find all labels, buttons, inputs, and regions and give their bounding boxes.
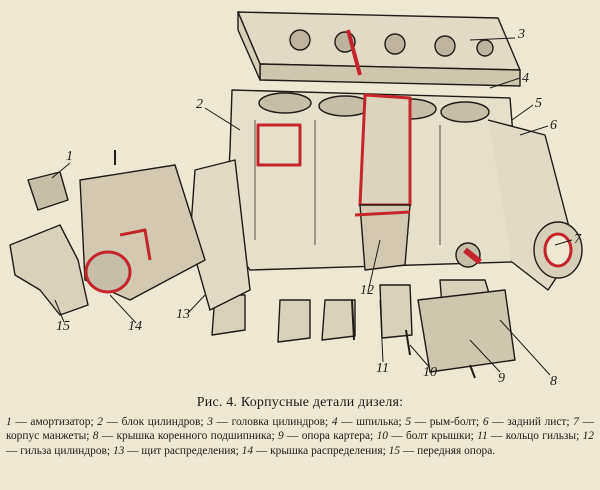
leader-lines [51, 37, 573, 376]
caption-legend: 1 — амортизатор; 2 — блок цилиндров; 3 —… [6, 415, 594, 458]
legend-item-text: — кольцо гильзы; [487, 430, 580, 443]
engine-drawing: 1 2 3 4 5 6 7 8 9 10 11 12 13 14 15 [9, 11, 583, 388]
legend-item: 7 — корпус манжеты; [6, 416, 594, 442]
callout-5: 5 [535, 96, 542, 111]
legend-item: 5 — рым-болт; [405, 416, 479, 428]
legend-item-text: — щит распределения; [124, 444, 239, 457]
legend-item-number: 7 [573, 416, 579, 428]
seal-housing-part [533, 221, 583, 279]
legend-item-text: — шпилька; [337, 416, 402, 428]
callout-6: 6 [550, 118, 557, 133]
legend-item-text: — крышка распределения; [253, 444, 386, 457]
figure-caption: Рис. 4. Корпусные детали дизеля: 1 — амо… [6, 394, 594, 458]
callout-13: 13 [176, 307, 190, 322]
timing-cover-part [79, 150, 206, 301]
callout-14: 14 [128, 319, 142, 334]
legend-item-text: — амортизатор; [11, 416, 94, 428]
legend-item-number: 10 [376, 430, 388, 443]
legend-item: 12 — гильза цилиндров; [6, 430, 594, 456]
legend-item: 11 — кольцо гильзы; [477, 430, 579, 442]
callout-1: 1 [66, 149, 73, 164]
legend-item-text: — задний лист; [488, 416, 570, 428]
legend-item: 14 — крышка распределения; [242, 445, 386, 457]
legend-item-text: — корпус манжеты; [6, 416, 594, 443]
cylinder-block-part [203, 89, 521, 271]
legend-item: 4 — шпилька; [332, 416, 402, 428]
legend-item-number: 4 [331, 416, 338, 428]
bearing-caps-part [379, 279, 516, 379]
legend-item-number: 6 [482, 416, 489, 428]
legend-item-text: — головка цилиндров; [212, 416, 329, 428]
callout-11: 11 [376, 361, 389, 376]
legend-item: 10 — болт крышки; [377, 430, 474, 442]
callout-15: 15 [56, 319, 70, 334]
legend-item: 9 — опора картера; [278, 430, 373, 442]
legend-item-text: — передняя опора. [400, 444, 496, 457]
callout-12: 12 [360, 283, 374, 298]
legend-item-text: — крышка коренного подшипника; [98, 430, 275, 443]
front-support-part [9, 224, 89, 316]
legend-item: 1 — амортизатор; [6, 416, 94, 428]
legend-item: 3 — головка цилиндров; [207, 416, 328, 428]
legend-item-number: 15 [388, 444, 401, 457]
legend-item-number: 2 [97, 416, 103, 428]
shock-absorber-part [27, 171, 69, 211]
caption-title: Рис. 4. Корпусные детали дизеля: [196, 395, 404, 410]
legend-item-text: — гильза цилиндров; [6, 444, 111, 457]
legend-item: 6 — задний лист; [483, 416, 570, 428]
legend-item: 13 — щит распределения; [113, 445, 239, 457]
legend-item-text: — болт крышки; [387, 430, 474, 443]
legend-item-number: 14 [241, 444, 254, 457]
legend-item-number: 5 [405, 416, 412, 428]
legend-item-number: 3 [207, 416, 213, 428]
legend-item-number: 9 [277, 430, 284, 443]
callout-8: 8 [550, 374, 557, 388]
legend-item-text: — опора картера; [283, 430, 374, 443]
legend-item-number: 13 [112, 444, 125, 457]
legend-item-number: 11 [477, 430, 488, 443]
block-supports-part [211, 294, 356, 343]
legend-item-number: 12 [582, 430, 594, 443]
legend-item-text: — рым-болт; [411, 416, 480, 428]
callout-3: 3 [517, 27, 525, 42]
engine-illustration: 1 2 3 4 5 6 7 8 9 10 11 12 13 14 15 [9, 11, 583, 388]
callout-10: 10 [423, 365, 437, 380]
callout-2: 2 [196, 97, 203, 112]
callout-9: 9 [498, 371, 505, 386]
legend-item-number: 8 [92, 430, 99, 443]
legend-item-number: 1 [6, 416, 12, 428]
legend-item-text: — блок цилиндров; [102, 416, 204, 428]
legend-item: 2 — блок цилиндров; [97, 416, 203, 428]
legend-item: 8 — крышка коренного подшипника; [93, 430, 275, 442]
legend-item: 15 — передняя опора. [389, 445, 496, 457]
callout-4: 4 [522, 71, 529, 86]
callout-7: 7 [574, 232, 582, 247]
cylinder-head-part [237, 11, 521, 87]
